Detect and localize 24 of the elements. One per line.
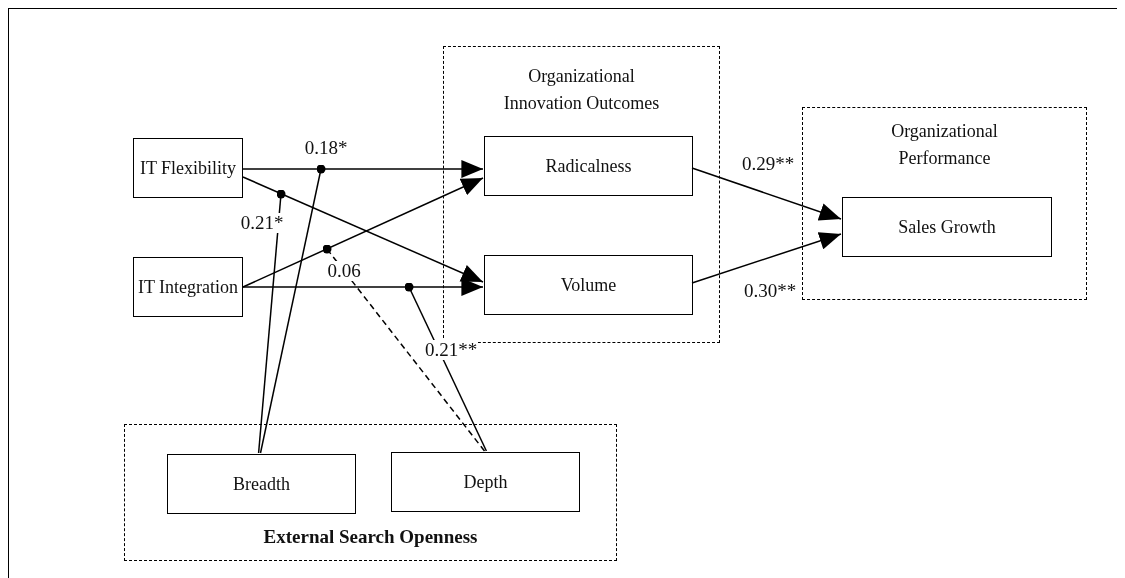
moderation-line <box>257 189 286 454</box>
moderation-line <box>404 282 488 452</box>
variable-box: Volume <box>484 255 693 315</box>
group-title: Organizational Innovation Outcomes <box>502 65 661 115</box>
edge-label: 0.21* <box>239 213 285 233</box>
edge-label: 0.21** <box>423 340 479 360</box>
group-frame <box>802 107 1087 300</box>
moderation-line <box>322 244 486 452</box>
variable-box: Depth <box>391 452 580 512</box>
arrow <box>242 278 484 296</box>
group-frame <box>124 424 617 561</box>
arrow <box>242 160 484 178</box>
group-title: Organizational Performance <box>890 120 999 170</box>
arrow <box>691 232 842 284</box>
variable-box: Breadth <box>167 454 356 514</box>
arrow <box>691 167 842 221</box>
group-title: External Search Openness <box>263 525 478 549</box>
variable-box: IT Flexibility <box>133 138 243 198</box>
variable-box: Radicalness <box>484 136 693 196</box>
variable-box: Sales Growth <box>842 197 1052 257</box>
edge-label: 0.06 <box>326 261 362 281</box>
moderation-line <box>259 164 326 454</box>
variable-box: IT Integration <box>133 257 243 317</box>
group-frame <box>443 46 720 343</box>
